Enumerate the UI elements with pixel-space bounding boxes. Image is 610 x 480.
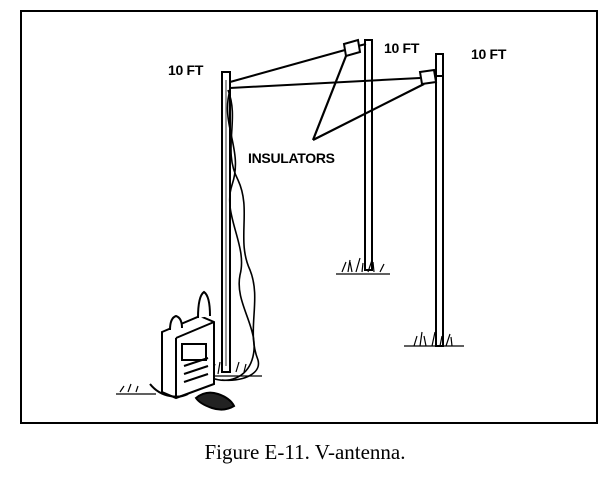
right-pole [435, 53, 444, 347]
left-pole [221, 71, 231, 373]
figure-caption: Figure E-11. V-antenna. [204, 440, 406, 464]
insulator-lower [418, 68, 438, 86]
middle-pole-height-label: 10 FT [384, 40, 420, 56]
diagram-frame [20, 10, 598, 424]
left-pole-height-label: 10 FT [168, 62, 204, 78]
grass-tufts [116, 257, 464, 395]
handset [149, 383, 236, 411]
insulators-label: INSULATORS [248, 150, 335, 166]
insulator-leader-lines [311, 55, 425, 141]
right-pole-height-label: 10 FT [471, 46, 507, 62]
insulator-upper [342, 38, 362, 58]
feed-line [211, 89, 260, 382]
middle-pole [364, 39, 373, 271]
radio-set [161, 290, 215, 400]
